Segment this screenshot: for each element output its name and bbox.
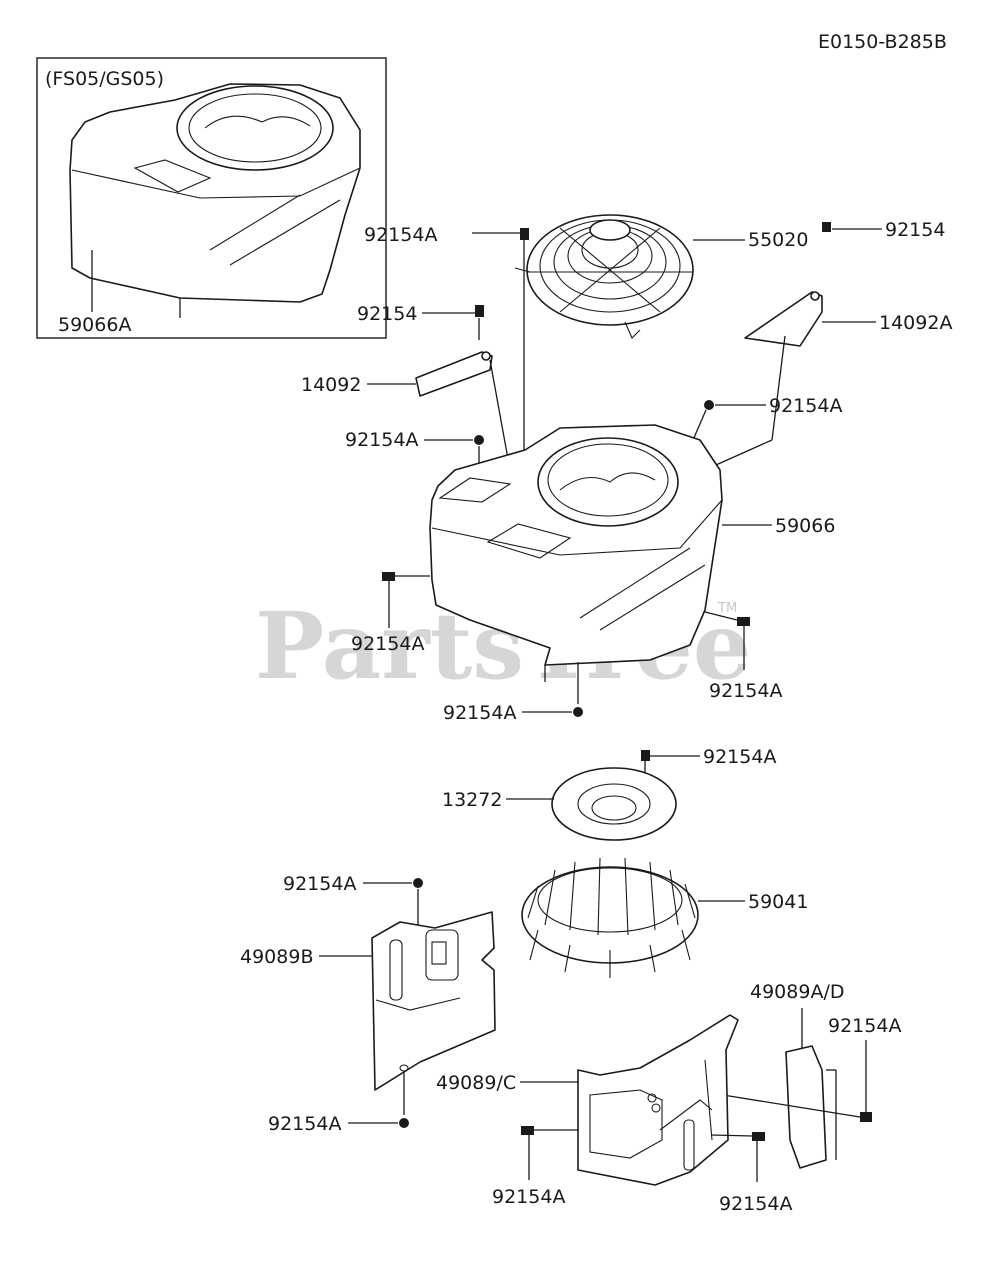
plate-14092A[interactable] <box>744 291 823 347</box>
shield-bolt-92154A-top[interactable] <box>413 878 423 928</box>
cover-49089AD[interactable] <box>785 1045 837 1169</box>
bolt-92154A-lower-left[interactable] <box>521 1126 578 1180</box>
label-92154A-shield-top: 92154A <box>283 873 356 895</box>
trademark: TM <box>717 601 737 616</box>
bolt-92154A-top[interactable] <box>520 228 529 462</box>
label-49089AD: 49089A/D <box>750 981 844 1003</box>
diagram-code: E0150-B285B <box>818 31 947 53</box>
label-92154A-left: 92154A <box>345 429 418 451</box>
label-92154A-side-left: 92154A <box>351 633 424 655</box>
label-13272: 13272 <box>442 789 502 811</box>
label-49089C: 49089/C <box>436 1072 516 1094</box>
label-92154A-lower-left: 92154A <box>492 1186 565 1208</box>
blower-housing-59066[interactable] <box>429 424 723 682</box>
label-14092: 14092 <box>301 374 361 396</box>
bolt-92154A-side-left[interactable] <box>382 572 430 628</box>
shield-bolt-92154A-bottom[interactable] <box>399 1072 409 1128</box>
grille-55020[interactable] <box>514 214 694 339</box>
label-92154A-top: 92154A <box>364 224 437 246</box>
bolt-92154-left[interactable] <box>475 305 484 340</box>
shield-49089C[interactable] <box>577 1014 739 1186</box>
plate-14092[interactable] <box>415 351 493 397</box>
bolt-92154-right[interactable] <box>822 222 831 232</box>
bolt-92154A-side-right[interactable] <box>704 611 750 670</box>
nut-92154A-bottom[interactable] <box>573 662 583 717</box>
label-49089B: 49089B <box>240 946 313 968</box>
label-55020: 55020 <box>748 229 808 251</box>
label-92154A-cover: 92154A <box>828 1015 901 1037</box>
label-92154A-shield-bottom: 92154A <box>268 1113 341 1135</box>
label-92154A-right: 92154A <box>769 395 842 417</box>
bolt-92154A-lower-right[interactable] <box>711 1132 765 1182</box>
label-59066A: 59066A <box>58 314 131 336</box>
label-92154-right: 92154 <box>885 219 945 241</box>
label-92154A-side-right: 92154A <box>709 680 782 702</box>
blower-housing-inset[interactable] <box>69 83 361 318</box>
label-59041: 59041 <box>748 891 808 913</box>
label-14092A: 14092A <box>879 312 952 334</box>
label-92154A-bottom: 92154A <box>443 702 516 724</box>
label-59066: 59066 <box>775 515 835 537</box>
inset-label: (FS05/GS05) <box>45 68 164 90</box>
label-92154A-lower-right: 92154A <box>719 1193 792 1215</box>
cover-bolt-92154A[interactable] <box>722 1040 872 1122</box>
plate-13272[interactable] <box>551 767 677 841</box>
label-92154-left: 92154 <box>357 303 417 325</box>
inset-box: (FS05/GS05) 59066A <box>36 57 387 339</box>
nut-92154A-right[interactable] <box>704 400 714 410</box>
fan-59041[interactable] <box>521 857 699 978</box>
shield-49089B[interactable] <box>371 911 496 1091</box>
label-92154A-plate: 92154A <box>703 746 776 768</box>
